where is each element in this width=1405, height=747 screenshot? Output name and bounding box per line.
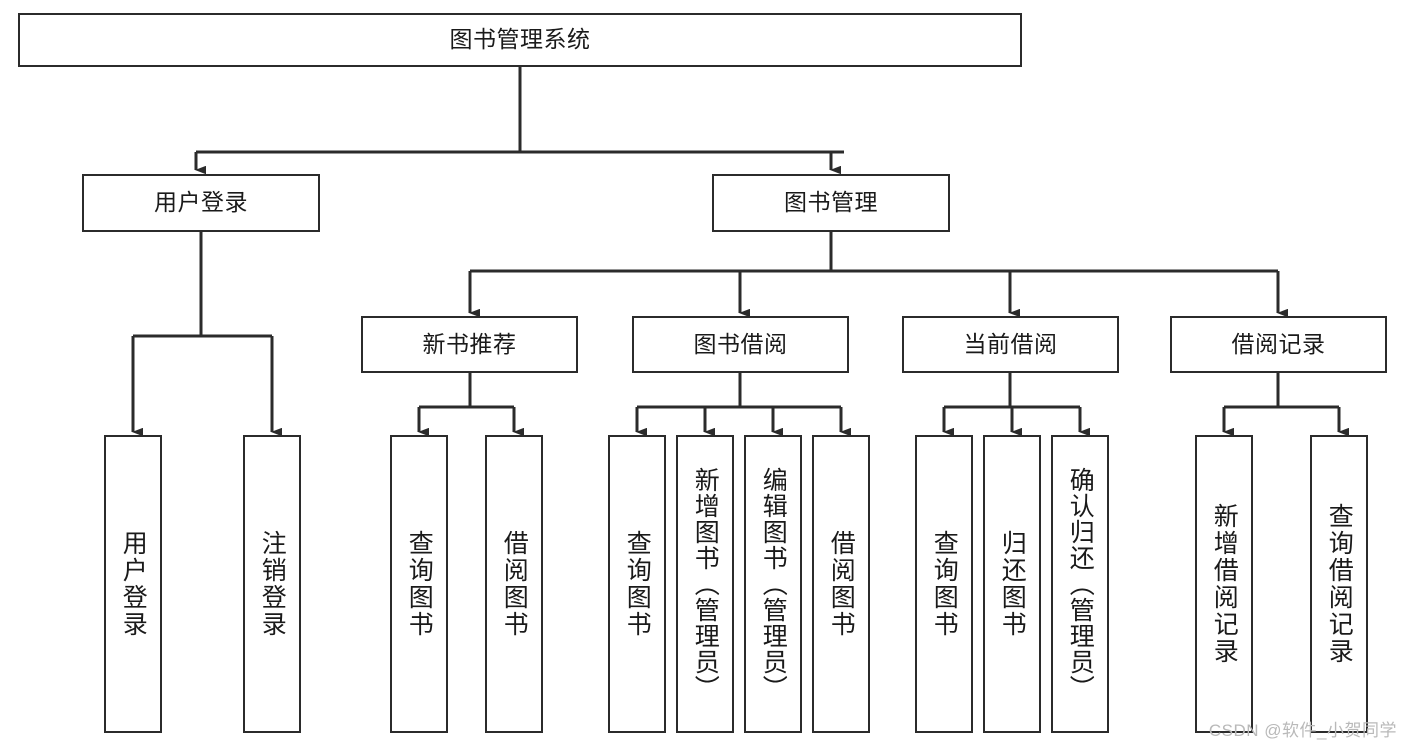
node-root-label: 图书管理系统 (449, 26, 591, 53)
node-leaf-query-record[interactable]: 查询借阅记录 (1310, 435, 1368, 733)
node-leaf-user-login-label: 用户登录 (119, 530, 148, 638)
node-leaf-return-book-label: 归还图书 (998, 530, 1027, 638)
node-leaf-logout-label: 注销登录 (258, 530, 287, 638)
node-leaf-query-book-1-label: 查询图书 (405, 530, 434, 638)
node-user-login[interactable]: 用户登录 (82, 174, 320, 232)
node-leaf-query-book-3-label: 查询图书 (930, 530, 959, 638)
node-leaf-return-book[interactable]: 归还图书 (983, 435, 1041, 733)
node-new-book-recommend-label: 新书推荐 (422, 330, 517, 357)
node-book-borrow-label: 图书借阅 (693, 330, 788, 357)
node-leaf-query-book-1[interactable]: 查询图书 (390, 435, 448, 733)
node-borrow-record-label: 借阅记录 (1231, 330, 1326, 357)
node-book-borrow[interactable]: 图书借阅 (632, 316, 849, 373)
node-book-manage-label: 图书管理 (784, 189, 878, 216)
node-leaf-logout[interactable]: 注销登录 (243, 435, 301, 733)
node-book-manage[interactable]: 图书管理 (712, 174, 950, 232)
node-current-borrow[interactable]: 当前借阅 (902, 316, 1119, 373)
node-leaf-edit-book-label: 编辑图书（管理员） (759, 467, 788, 701)
node-leaf-query-book-3[interactable]: 查询图书 (915, 435, 973, 733)
node-leaf-query-record-label: 查询借阅记录 (1325, 503, 1354, 665)
csdn-watermark: CSDN @软件_小贺同学 (1208, 721, 1397, 740)
node-user-login-label: 用户登录 (154, 189, 248, 216)
node-root[interactable]: 图书管理系统 (18, 13, 1022, 67)
node-leaf-edit-book[interactable]: 编辑图书（管理员） (744, 435, 802, 733)
node-leaf-add-record-label: 新增借阅记录 (1210, 503, 1239, 665)
node-leaf-borrow-book-2[interactable]: 借阅图书 (812, 435, 870, 733)
node-leaf-borrow-book-1-label: 借阅图书 (500, 530, 529, 638)
node-leaf-add-record[interactable]: 新增借阅记录 (1195, 435, 1253, 733)
node-leaf-query-book-2[interactable]: 查询图书 (608, 435, 666, 733)
node-leaf-add-book[interactable]: 新增图书（管理员） (676, 435, 734, 733)
node-leaf-query-book-2-label: 查询图书 (623, 530, 652, 638)
node-leaf-add-book-label: 新增图书（管理员） (691, 467, 720, 701)
node-current-borrow-label: 当前借阅 (963, 330, 1058, 357)
node-borrow-record[interactable]: 借阅记录 (1170, 316, 1387, 373)
node-leaf-confirm-return[interactable]: 确认归还（管理员） (1051, 435, 1109, 733)
node-leaf-confirm-return-label: 确认归还（管理员） (1066, 467, 1095, 701)
node-new-book-recommend[interactable]: 新书推荐 (361, 316, 578, 373)
node-leaf-borrow-book-2-label: 借阅图书 (827, 530, 856, 638)
node-leaf-user-login[interactable]: 用户登录 (104, 435, 162, 733)
node-leaf-borrow-book-1[interactable]: 借阅图书 (485, 435, 543, 733)
